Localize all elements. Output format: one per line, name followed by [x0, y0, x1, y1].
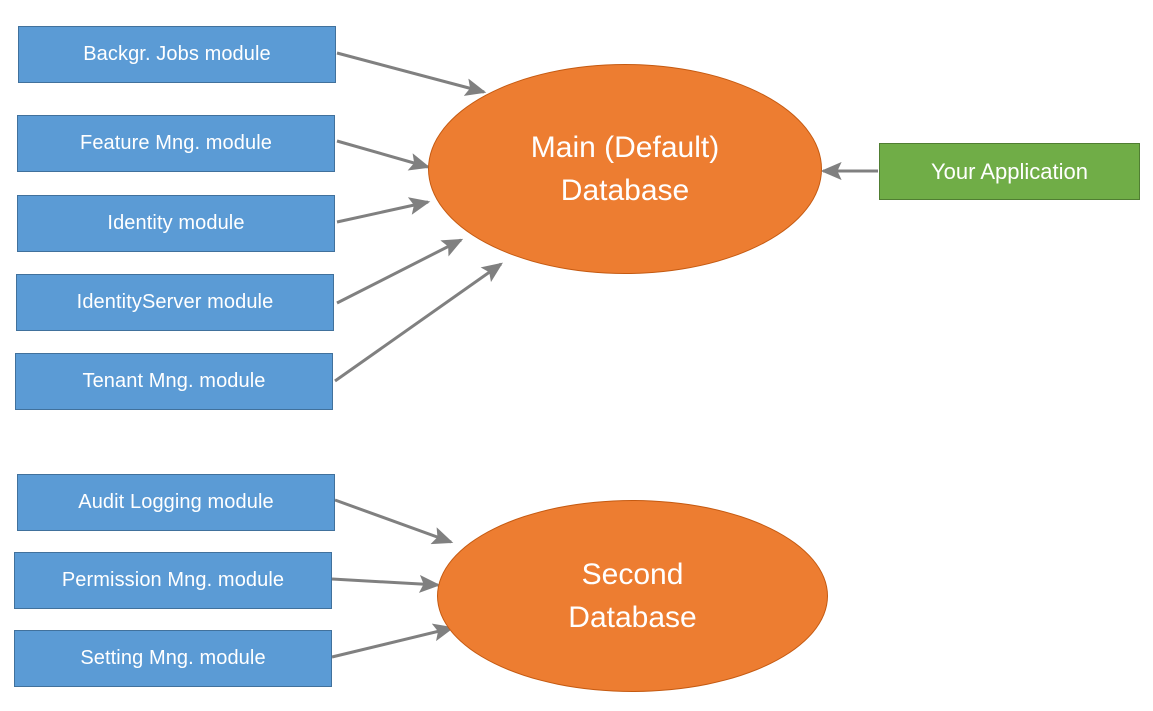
module-box-audit-logging[interactable]: Audit Logging module: [17, 474, 335, 531]
module-box-identityserver[interactable]: IdentityServer module: [16, 274, 334, 331]
module-label: Backgr. Jobs module: [83, 42, 271, 65]
module-label: IdentityServer module: [76, 290, 274, 313]
module-label: Permission Mng. module: [61, 568, 285, 591]
connector-permission-mng-to-second-db: [331, 574, 441, 593]
database-label: Second Database: [568, 553, 696, 640]
module-label: Audit Logging module: [78, 490, 274, 513]
connector-audit-logging-to-second-db: [334, 498, 454, 545]
module-label: Setting Mng. module: [80, 646, 266, 669]
module-box-permission-mng[interactable]: Permission Mng. module: [14, 552, 332, 609]
module-box-identity[interactable]: Identity module: [17, 195, 335, 252]
module-box-setting-mng[interactable]: Setting Mng. module: [14, 630, 332, 687]
module-label: Feature Mng. module: [80, 131, 272, 154]
database-label-line2: Database: [560, 174, 690, 207]
database-label-line2: Database: [568, 601, 697, 634]
module-label: Tenant Mng. module: [82, 369, 266, 392]
application-box[interactable]: Your Application: [879, 143, 1140, 200]
connector-tenant-mng-to-main-db: [334, 262, 503, 383]
module-label: Identity module: [107, 211, 245, 234]
connector-identityserver-to-main-db: [336, 238, 464, 305]
connector-setting-mng-to-second-db: [331, 623, 455, 659]
module-box-backgr-jobs[interactable]: Backgr. Jobs module: [18, 26, 336, 83]
database-label-line1: Second: [581, 557, 684, 591]
database-main-default[interactable]: Main (Default) Database: [428, 64, 822, 274]
database-label-line1: Main (Default): [530, 130, 720, 164]
database-second[interactable]: Second Database: [437, 500, 828, 692]
application-label: Your Application: [931, 158, 1088, 184]
connector-backgr-jobs-to-main-db: [336, 51, 487, 96]
connector-identity-to-main-db: [336, 197, 431, 224]
database-label: Main (Default) Database: [531, 126, 719, 213]
module-box-feature-mng[interactable]: Feature Mng. module: [17, 115, 335, 172]
module-box-tenant-mng[interactable]: Tenant Mng. module: [15, 353, 333, 410]
connector-feature-mng-to-main-db: [336, 139, 431, 171]
